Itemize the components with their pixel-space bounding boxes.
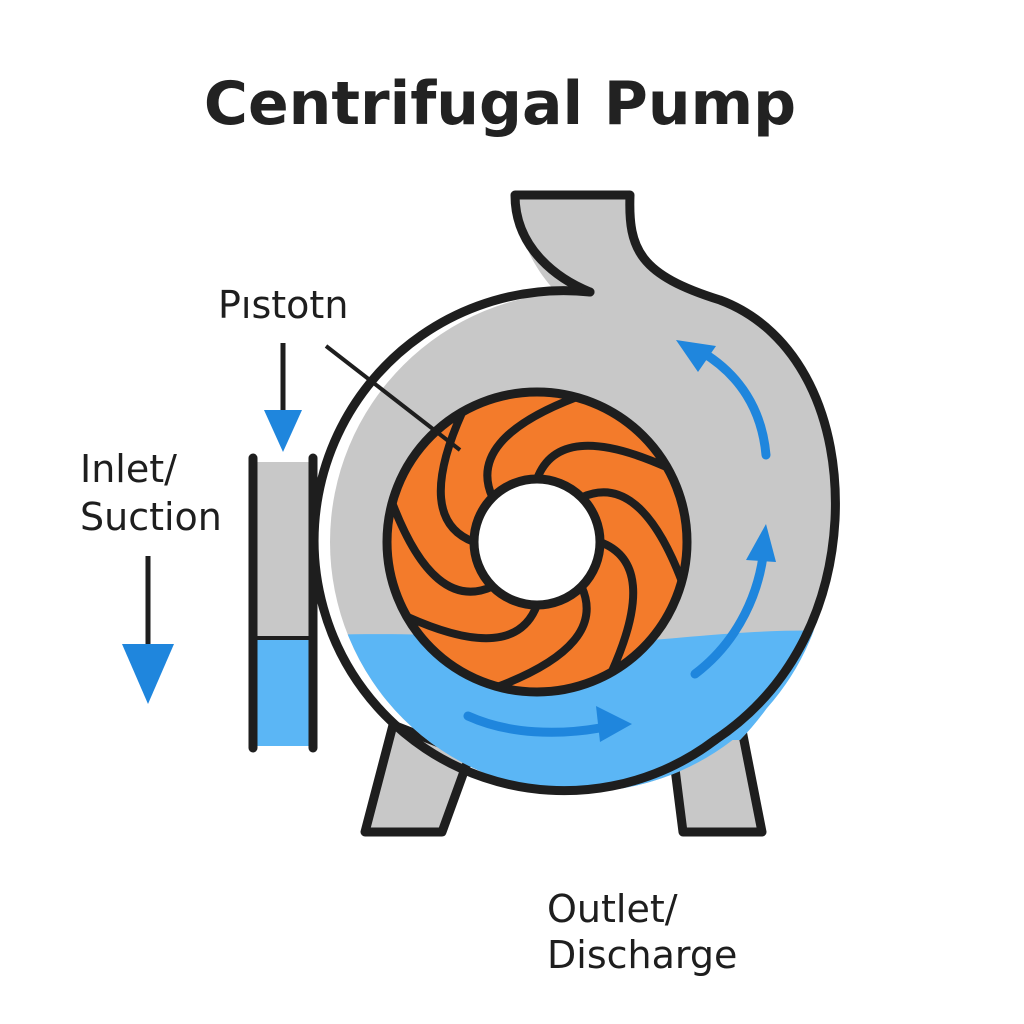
impeller-eye <box>469 474 605 610</box>
impeller <box>382 387 692 697</box>
inlet-label-line2: Suction <box>80 495 222 539</box>
flow-arrows <box>463 347 771 737</box>
impeller-blade <box>596 538 638 677</box>
flow-arrow-upper <box>697 347 771 460</box>
flow-arrow-bottom <box>463 711 605 737</box>
diagram-title: Centrifugal Pump <box>204 69 796 139</box>
impeller-blade <box>483 393 581 502</box>
impeller-callout-label: Pıstotn <box>218 283 348 327</box>
impeller-blade <box>436 407 478 546</box>
outlet-label-line2: Discharge <box>547 933 737 977</box>
impeller-blade <box>577 488 686 586</box>
impeller-blade <box>493 582 591 691</box>
impeller-blade <box>402 601 541 643</box>
flow-arrowhead-right <box>746 524 776 562</box>
impeller-blade <box>388 498 497 596</box>
impeller-callout-leader <box>324 344 462 452</box>
impeller-blades <box>388 393 686 691</box>
flow-arrow-right <box>690 543 769 679</box>
inlet-label-line1: Inlet/ <box>80 447 177 491</box>
water-fill <box>330 630 836 792</box>
flow-arrowhead-bottom <box>596 706 632 742</box>
inlet-down-arrow <box>264 343 302 452</box>
flow-arrowheads <box>596 340 776 742</box>
casing-outline <box>309 190 840 796</box>
flow-arrowhead-upper <box>676 340 716 372</box>
outlet-label-line1: Outlet/ <box>547 887 678 931</box>
inlet-pipe <box>248 453 318 753</box>
impeller-blade <box>533 441 672 483</box>
suction-down-arrow <box>122 556 174 704</box>
